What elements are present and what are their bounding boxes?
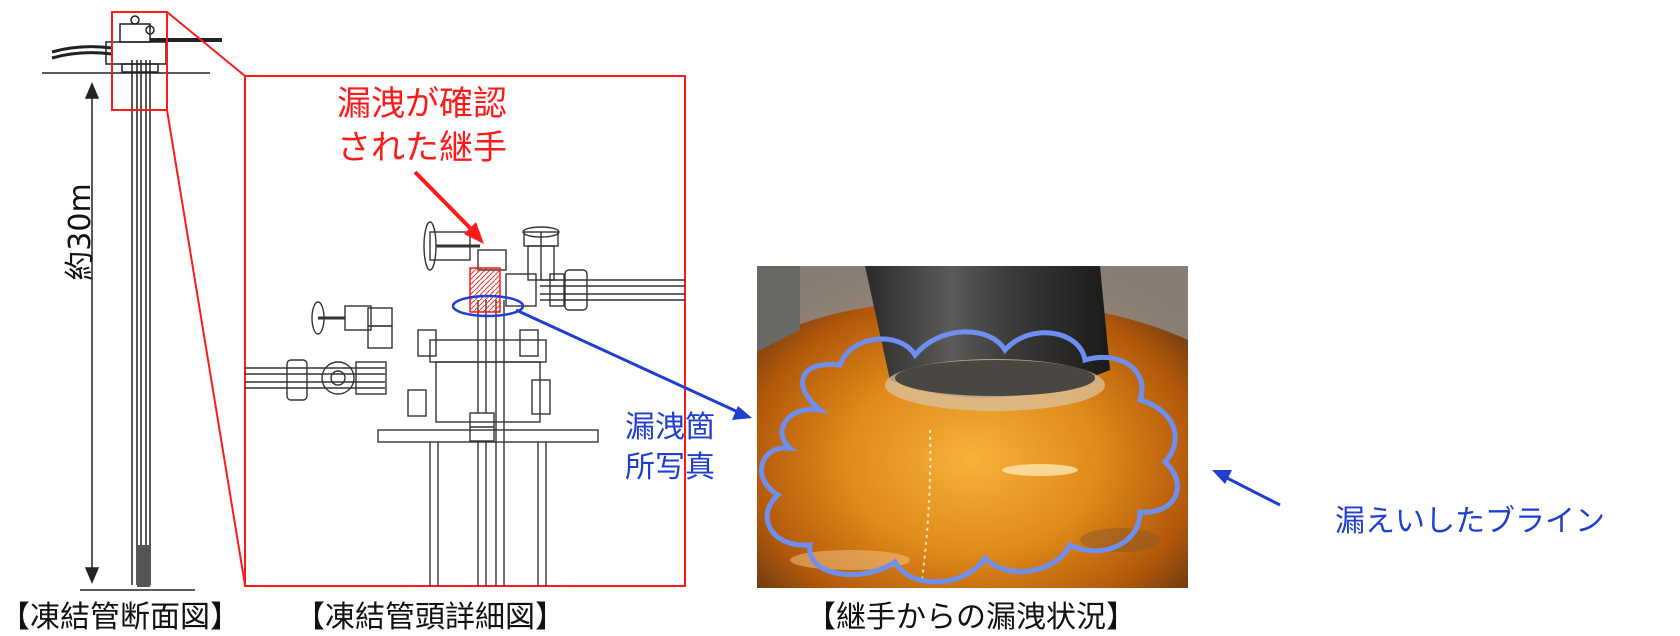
arrow-icon: [1212, 470, 1281, 507]
projection-line-top: [166, 11, 246, 77]
leaked-brine-label: 漏えいしたブライン: [1335, 504, 1605, 539]
valve-icon: [311, 301, 393, 395]
head-detail-drawing: [245, 221, 685, 586]
leak-joint-label: 漏洩が確認 された継手: [322, 82, 522, 170]
depth-label-wrapper: 約30m: [42, 140, 102, 320]
leak-joint-label-line1: 漏洩が確認: [337, 84, 507, 124]
detail-frame: [244, 75, 686, 587]
valve-icon: [423, 221, 480, 271]
leak-photo-label-line2: 所写真: [625, 450, 715, 485]
depth-label: 約30m: [63, 183, 98, 281]
caption-cross-section: 【凍結管断面図】: [0, 600, 240, 635]
cloud-outline-icon: [759, 329, 1180, 585]
leak-joint-label-line2: された継手: [337, 128, 507, 168]
leak-spot-marker: [451, 294, 525, 318]
projection-line-bottom: [166, 109, 246, 586]
zoom-source-box: [111, 11, 168, 111]
arrow-icon: [515, 308, 752, 420]
leak-photo-label-line1: 漏洩箇: [625, 410, 715, 445]
leak-photo: [757, 266, 1188, 588]
valve-icon: [522, 226, 560, 281]
leaking-joint-highlight: [469, 267, 501, 313]
leak-photo-label: 漏洩箇 所写真: [625, 408, 715, 488]
caption-head-detail: 【凍結管頭詳細図】: [295, 600, 565, 635]
arrow-icon: [413, 170, 484, 244]
caption-leak-status: 【継手からの漏洩状況】: [806, 600, 1136, 635]
cross-section-drawing: [42, 15, 222, 591]
